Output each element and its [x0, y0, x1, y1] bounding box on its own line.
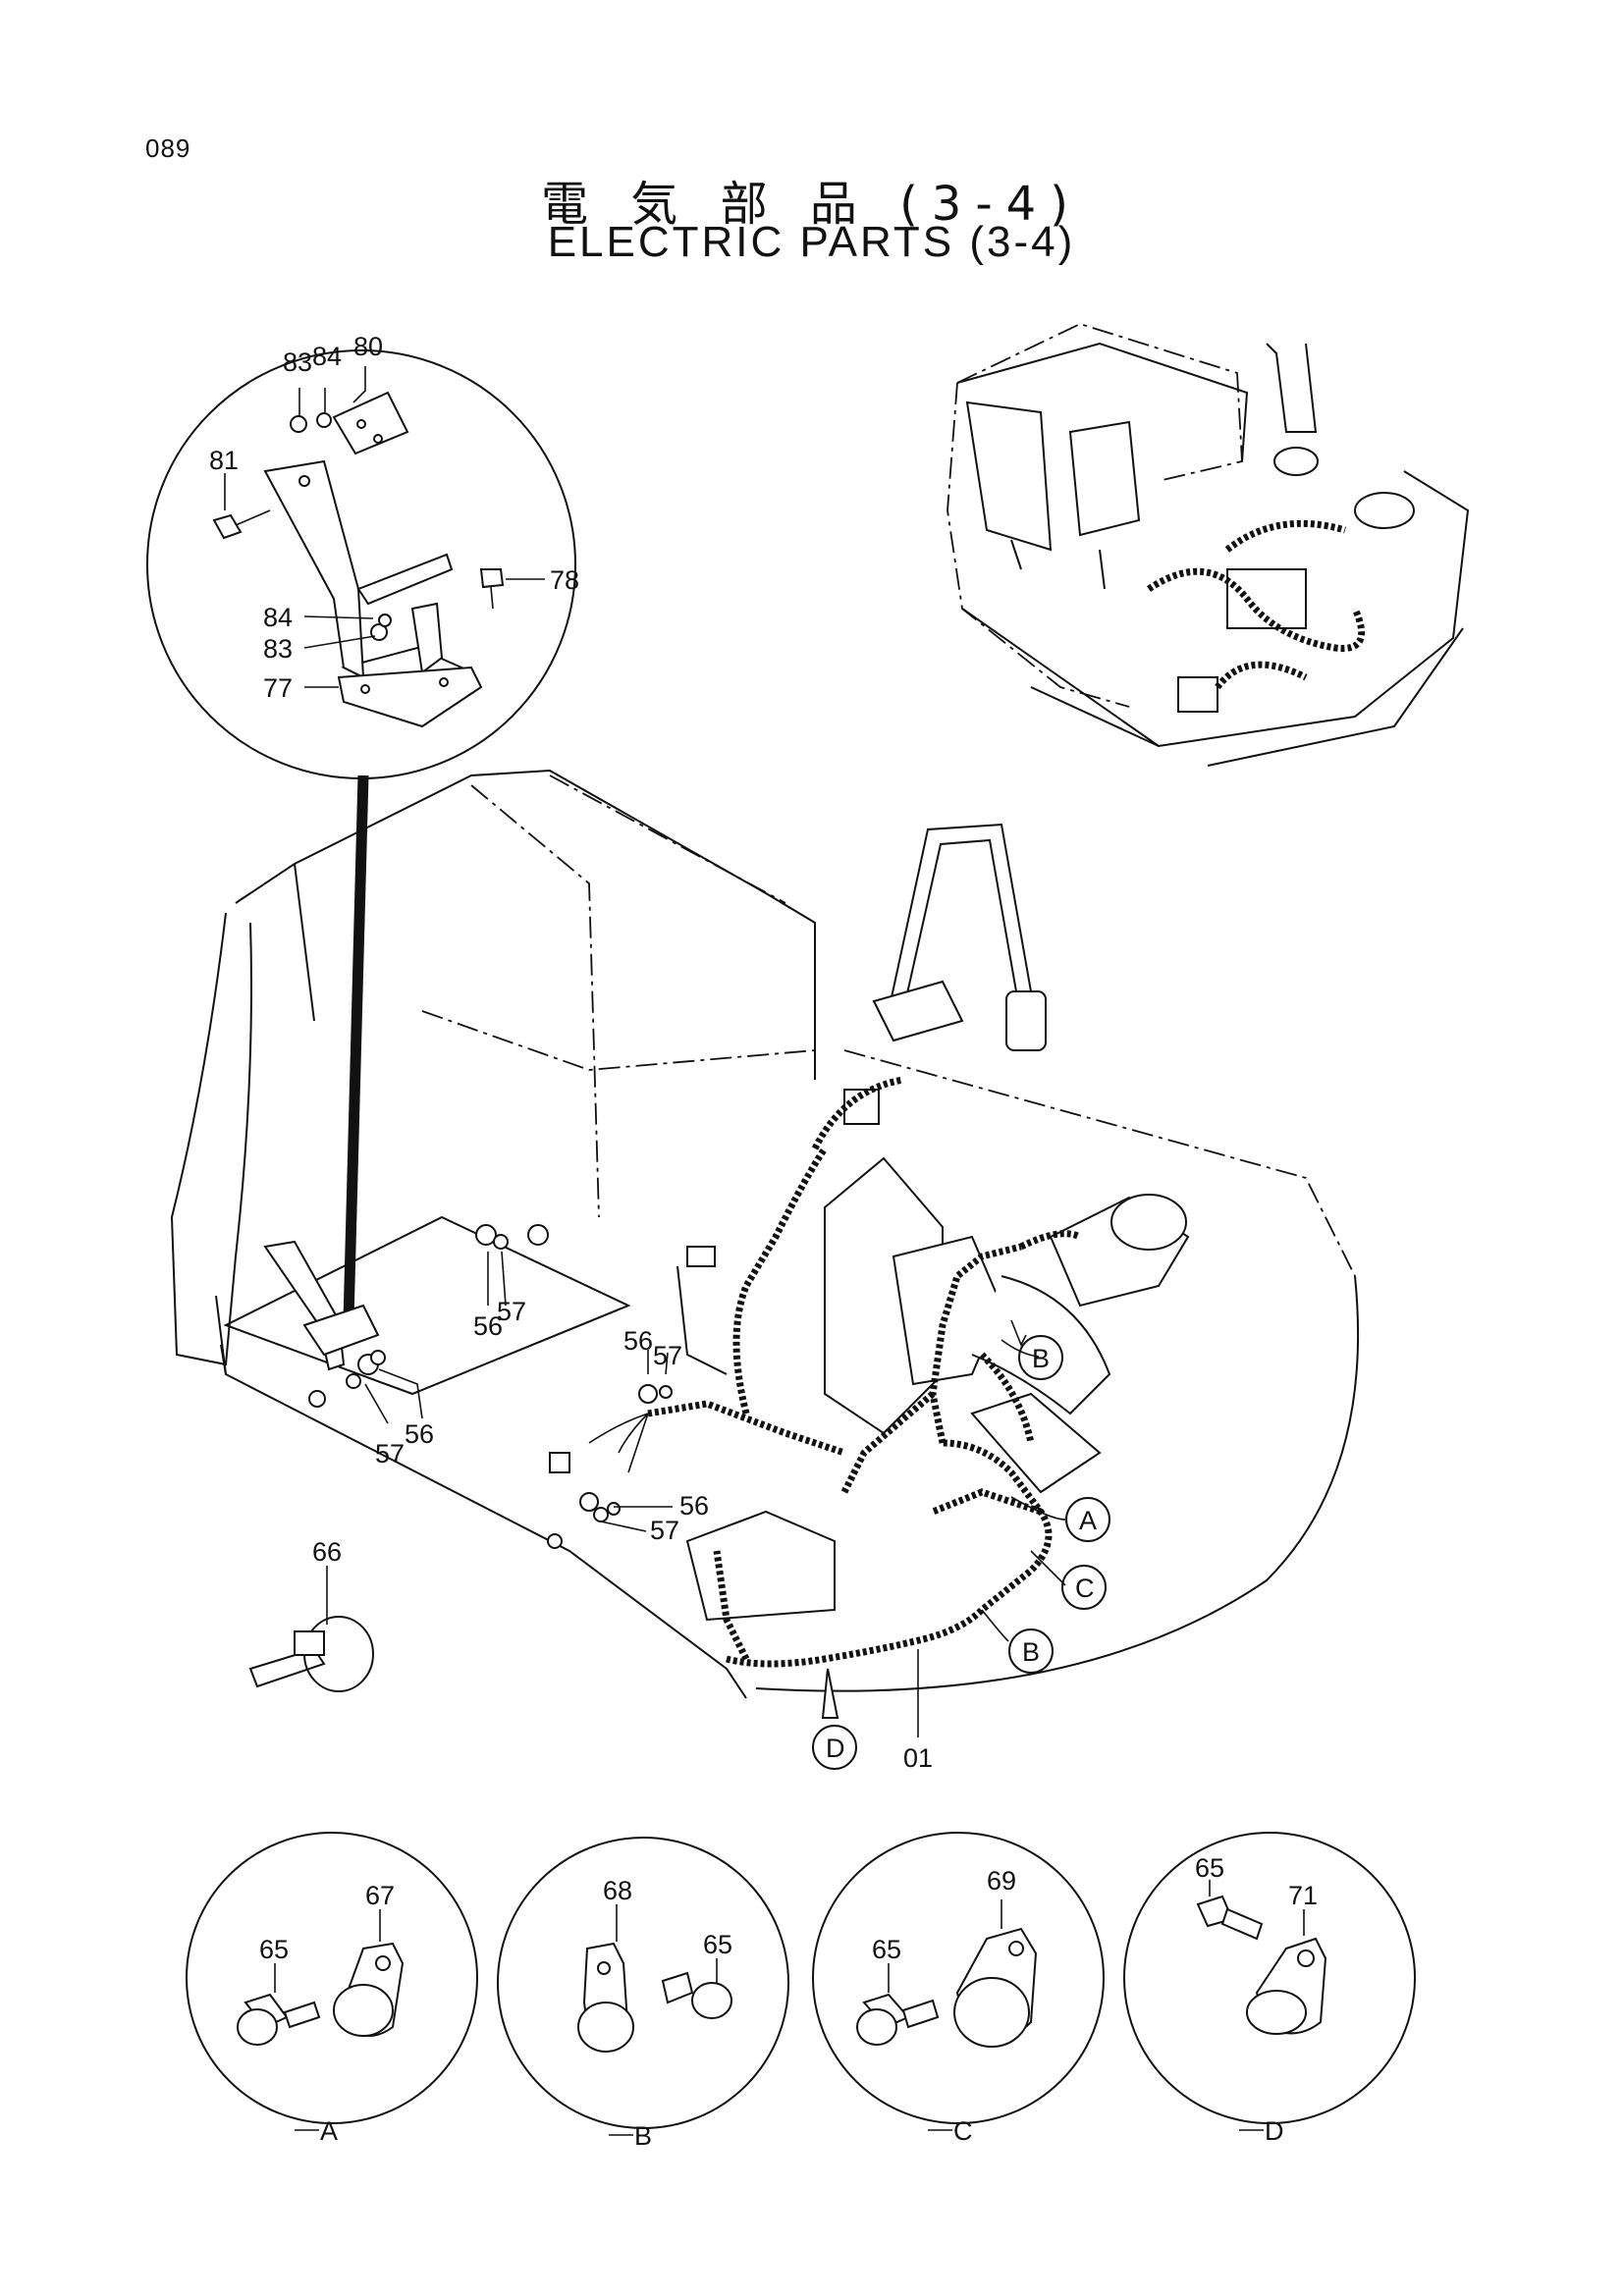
callout-b-lower: B [981, 1609, 1054, 1674]
label-56-pedal-base: 56 [405, 1419, 434, 1449]
clamp-detail-c: 69 65 C [812, 1832, 1105, 2146]
clamp-detail-a: 67 65 A [186, 1832, 478, 2146]
clamp-d-letter: D [1265, 2116, 1284, 2146]
label-01: 01 [903, 1743, 933, 1773]
clamp-b-letter: B [634, 2121, 652, 2151]
clamp-c-part-label: 69 [987, 1866, 1016, 1896]
label-57-deck-right: 57 [497, 1297, 526, 1326]
label-84-lower: 84 [263, 603, 293, 632]
label-56-deck-right: 56 [473, 1311, 503, 1341]
callout-b-upper: B [1001, 1319, 1063, 1380]
label-84-upper: 84 [312, 342, 342, 371]
callout-a-letter: A [1079, 1506, 1097, 1535]
clamp-a-bolt-label: 65 [259, 1935, 289, 1964]
clamp-detail-d: 65 71 D [1123, 1832, 1416, 2146]
machine-locator-view [947, 323, 1470, 767]
label-77: 77 [263, 673, 293, 703]
label-66: 66 [312, 1537, 342, 1567]
clamp-a-part-label: 67 [365, 1881, 395, 1910]
label-57-lower: 57 [650, 1516, 679, 1545]
label-56-center: 56 [623, 1326, 653, 1356]
label-78: 78 [550, 565, 579, 595]
clamp-detail-c-circle [812, 1832, 1105, 2124]
label-57-pedal-base: 57 [375, 1439, 405, 1468]
detail-leader-line [343, 774, 369, 1321]
clamp-detail-b-circle [497, 1837, 789, 2129]
callout-b-upper-letter: B [1032, 1344, 1050, 1373]
clamp-c-bolt-label: 65 [872, 1935, 901, 1964]
label-81: 81 [209, 446, 239, 475]
label-57-center: 57 [653, 1341, 682, 1370]
label-56-lower: 56 [679, 1491, 709, 1521]
clamp-d-part-label: 71 [1288, 1881, 1318, 1910]
page-title-english: ELECTRIC PARTS (3-4) [547, 218, 1076, 266]
clamp-d-bolt-label: 65 [1195, 1853, 1224, 1883]
label-83-upper: 83 [283, 347, 312, 377]
clamp-b-bolt-label: 65 [703, 1930, 732, 1959]
clamp-detail-d-circle [1123, 1832, 1416, 2124]
bracket-detail-view: 83 84 80 81 78 84 83 77 [146, 332, 579, 1321]
main-upper-structure-view [170, 769, 1360, 1699]
page-title-japanese: 電 気 部 品 (3-4) [541, 177, 1082, 232]
clamp-detail-b: 68 65 B [497, 1837, 789, 2151]
label-83-lower: 83 [263, 634, 293, 664]
callout-c: C [1030, 1550, 1107, 1610]
clamp-detail-a-circle [186, 1832, 478, 2124]
pedal-bracket [212, 391, 505, 728]
label-80: 80 [353, 332, 383, 361]
clamp-c-letter: C [953, 2116, 973, 2146]
page-number: 089 [145, 133, 191, 163]
callout-c-letter: C [1075, 1574, 1095, 1603]
cable-tie-66 [248, 1616, 374, 1692]
callout-b-lower-letter: B [1022, 1637, 1040, 1667]
clamp-b-part-label: 68 [603, 1876, 632, 1905]
main-wiring-harness [647, 1076, 1082, 1668]
callout-a: A [1010, 1496, 1110, 1542]
clamp-a-letter: A [320, 2116, 338, 2146]
callout-d-letter: D [826, 1734, 845, 1763]
callout-d: D [812, 1668, 857, 1770]
